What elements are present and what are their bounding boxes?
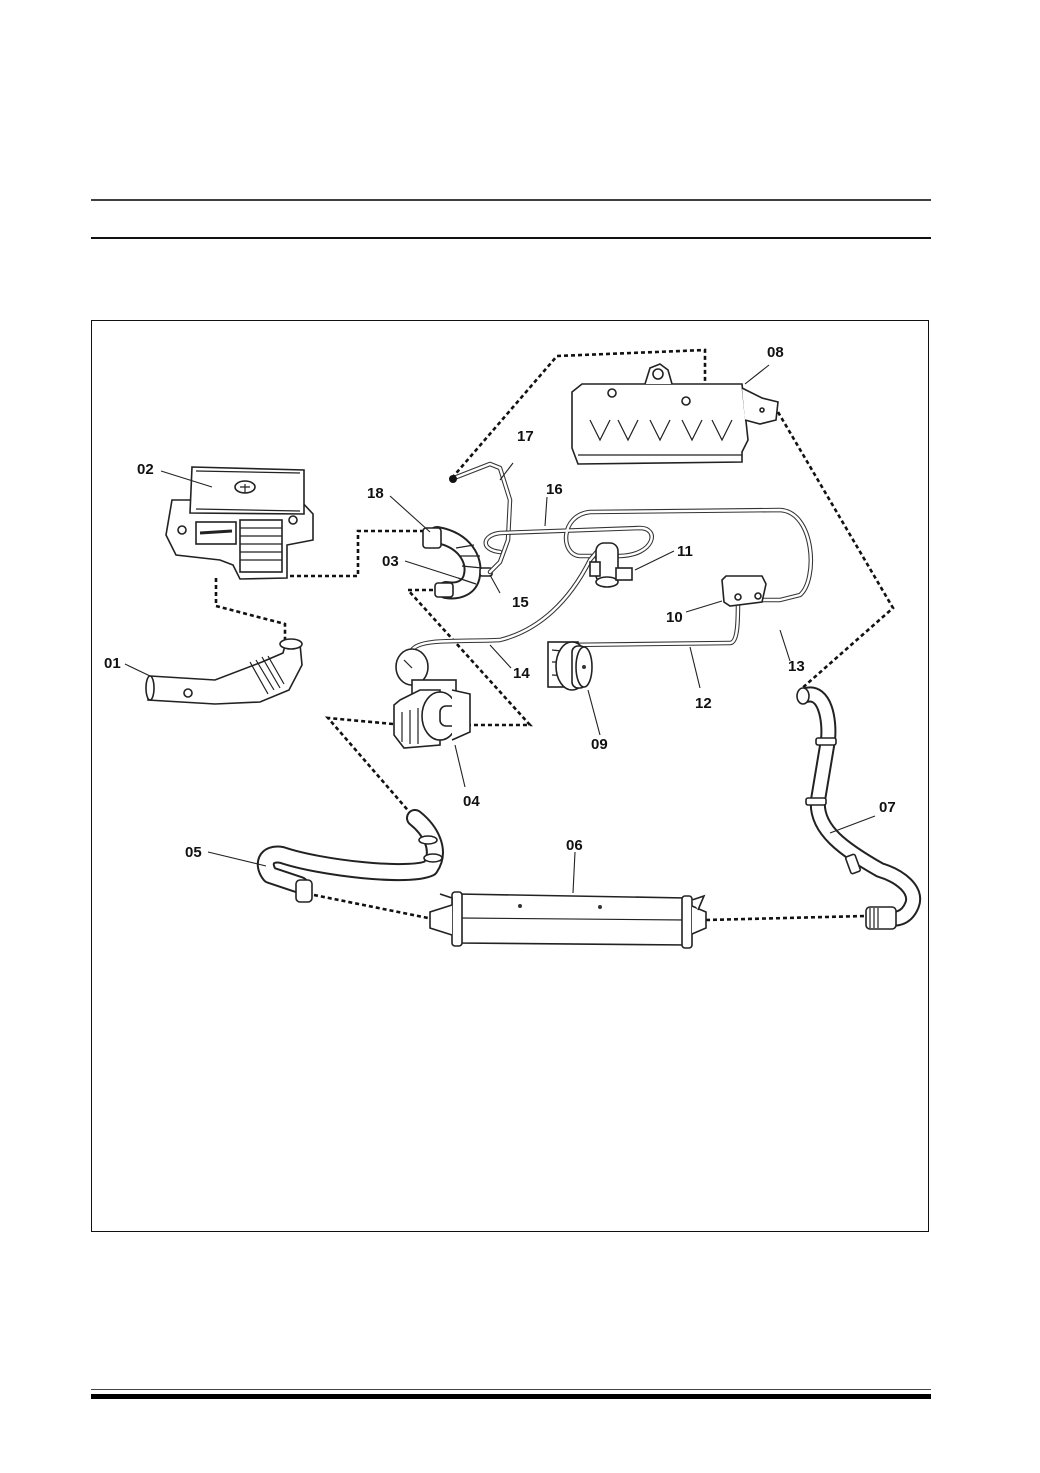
dash-03-to-04 [405,588,533,727]
callout-17: 17 [517,428,534,445]
callout-10: 10 [666,609,683,626]
callout-09: 09 [591,736,608,753]
callout-12: 12 [695,695,712,712]
callout-08: 08 [767,344,784,361]
dash-05-to-06 [313,893,429,920]
callout-14: 14 [513,665,530,682]
callout-07: 07 [879,799,896,816]
callout-02: 02 [137,461,154,478]
part-turbo-inlet-hose [422,526,493,600]
part-breather-hose [449,461,513,575]
dash-17-to-08 [451,348,707,479]
figure-frame [91,320,929,1232]
part-vacuum-pump [547,641,593,691]
part-air-filter-box [165,466,314,580]
dash-04-to-05 [324,716,413,816]
part-intercooler [429,891,707,949]
dash-06-to-07 [705,914,866,922]
callout-13: 13 [788,658,805,675]
part-solenoid-valve [589,542,633,588]
part-air-intake-duct [145,638,303,705]
leader-lines [124,364,876,894]
callout-11: 11 [677,543,693,560]
footer-rule-thick [91,1394,931,1399]
callout-06: 06 [566,837,583,854]
callout-04: 04 [463,793,480,810]
connection-lines [214,348,895,922]
callout-18: 18 [367,485,384,502]
callout-03: 03 [382,553,399,570]
part-turbocharger [393,648,471,749]
dash-02-to-01 [214,578,287,640]
footer-rule-thin [91,1389,931,1390]
callout-01: 01 [104,655,121,672]
part-vacuum-reservoir [721,575,767,607]
header-rule-bottom [91,237,931,239]
callout-05: 05 [185,844,202,861]
dash-08-to-07 [776,411,895,691]
vacuum-lines [409,507,814,653]
part-intercooler-outlet-pipe [796,686,922,930]
part-intake-manifold [571,363,779,465]
callout-15: 15 [512,594,529,611]
header-rule-top [91,199,931,201]
dash-02-to-18 [290,529,430,578]
part-intercooler-inlet-hose [256,809,444,903]
callout-16: 16 [546,481,563,498]
callout-labels: 02 01 03 18 17 16 15 14 11 10 12 13 09 0… [104,344,896,861]
